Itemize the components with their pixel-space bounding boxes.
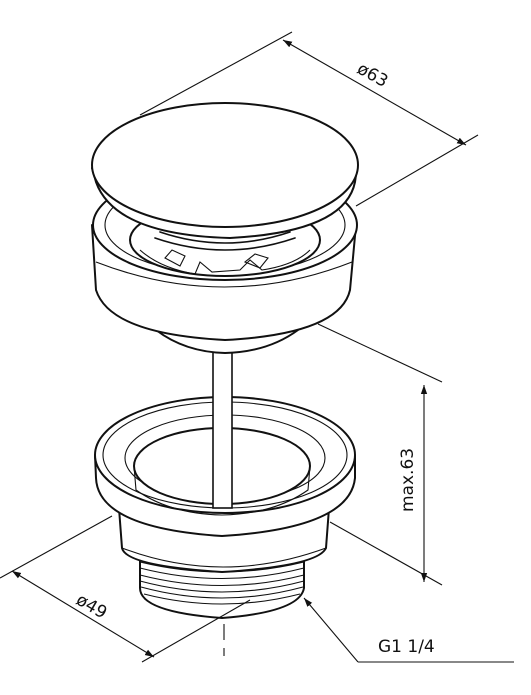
dimension-max-height: max.63: [317, 323, 443, 586]
spindle-rod: [212, 329, 233, 509]
flange-diameter-label: ø49: [73, 590, 111, 623]
height-label: max.63: [398, 448, 418, 512]
thread-label: G1 1/4: [378, 637, 435, 657]
plug-assembly: [91, 102, 359, 354]
thread-leader: G1 1/4: [303, 597, 514, 663]
cap-diameter-label: ø63: [354, 59, 392, 92]
